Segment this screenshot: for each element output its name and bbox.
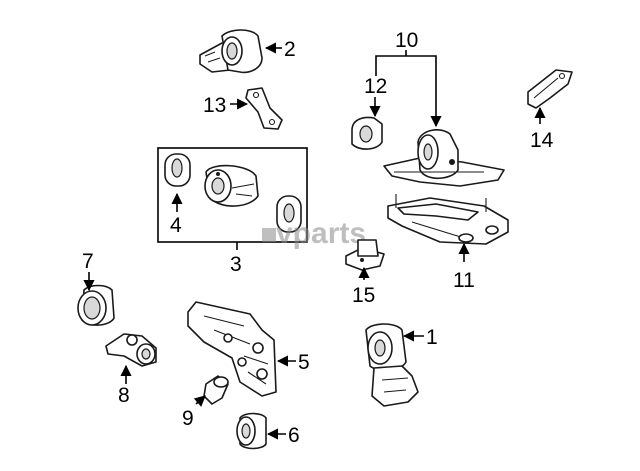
part-11-crossmember bbox=[387, 194, 509, 245]
callout-14: 14 bbox=[530, 129, 554, 152]
part-5-bracket bbox=[187, 301, 277, 397]
part-15-mount bbox=[345, 239, 385, 271]
callout-11: 11 bbox=[453, 269, 475, 292]
part-9-sleeve bbox=[203, 375, 229, 405]
part-6-bushing bbox=[236, 412, 267, 450]
callout-9: 9 bbox=[182, 407, 194, 430]
callout-5: 5 bbox=[298, 351, 310, 374]
part-4-pad bbox=[164, 153, 191, 187]
part-8-bracket bbox=[105, 333, 157, 367]
part-7-bushing bbox=[77, 284, 115, 326]
part-12-rubber-block bbox=[351, 116, 383, 150]
part-14-bracket bbox=[527, 69, 573, 109]
watermark-logo: vparts bbox=[262, 217, 366, 250]
callout-13: 13 bbox=[203, 94, 226, 117]
callout-12: 12 bbox=[364, 75, 387, 98]
part-13-bracket bbox=[245, 87, 283, 130]
part-2-upper-mount bbox=[199, 29, 263, 74]
watermark-text: vparts bbox=[276, 217, 366, 250]
callout-6: 6 bbox=[288, 424, 300, 447]
assembly-3-pad bbox=[276, 195, 302, 233]
callout-15: 15 bbox=[352, 284, 375, 307]
callout-4: 4 bbox=[170, 214, 182, 237]
callout-7: 7 bbox=[82, 250, 94, 273]
callout-8: 8 bbox=[118, 384, 130, 407]
callout-2: 2 bbox=[284, 38, 296, 61]
assembly-3-box bbox=[157, 147, 308, 243]
callout-1: 1 bbox=[426, 326, 438, 349]
callout-10: 10 bbox=[395, 29, 418, 52]
assembly-3-bushing bbox=[204, 164, 259, 207]
part-10-mount bbox=[383, 129, 505, 187]
part-1-lower-mount bbox=[365, 323, 419, 407]
callout-3: 3 bbox=[230, 253, 242, 276]
